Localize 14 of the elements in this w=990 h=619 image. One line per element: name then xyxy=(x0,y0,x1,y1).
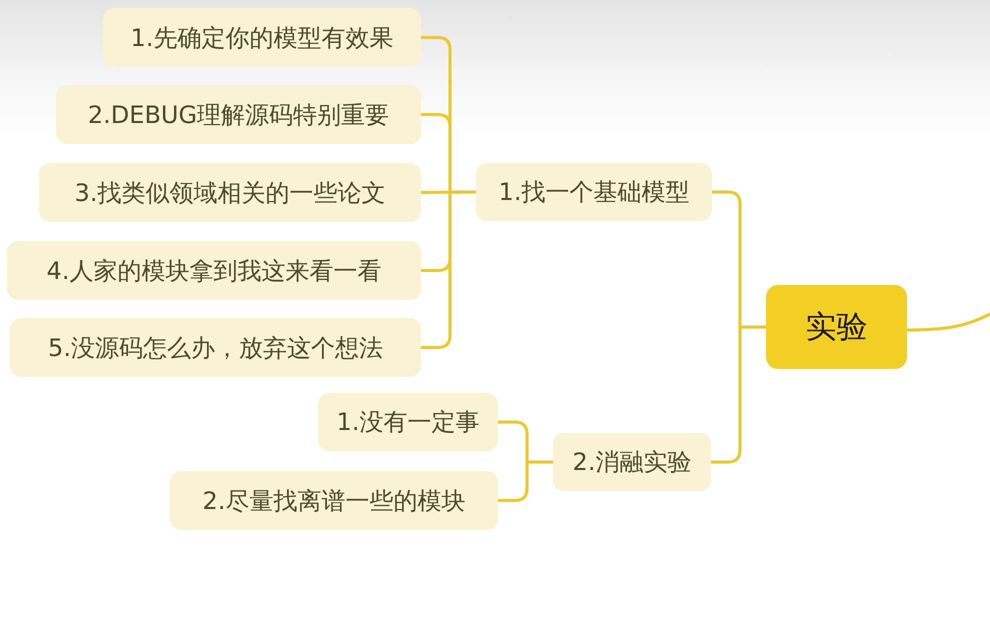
connector-line xyxy=(498,460,553,502)
subtopic-box: 1.先确定你的模型有效果 xyxy=(103,8,421,67)
subtopic-box: 3.找类似领域相关的一些论文 xyxy=(39,163,421,222)
subtopic-box: 2.尽量找离谱一些的模块 xyxy=(170,471,498,530)
subtopic-box: 2.DEBUG理解源码特别重要 xyxy=(56,85,421,144)
topic-box: 1.找一个基础模型 xyxy=(476,163,712,221)
connector-line xyxy=(711,326,766,464)
subtopic-box: 1.没有一定事 xyxy=(318,393,498,451)
topic-box: 2.消融实验 xyxy=(553,433,711,491)
connector-line xyxy=(421,190,476,349)
subtopic-box: 4.人家的模块拿到我这来看一看 xyxy=(7,241,421,300)
subtopic-box: 5.没源码怎么办，放弃这个想法 xyxy=(10,318,421,377)
central-topic-box: 实验 xyxy=(766,285,907,369)
connector-line xyxy=(906,312,990,332)
